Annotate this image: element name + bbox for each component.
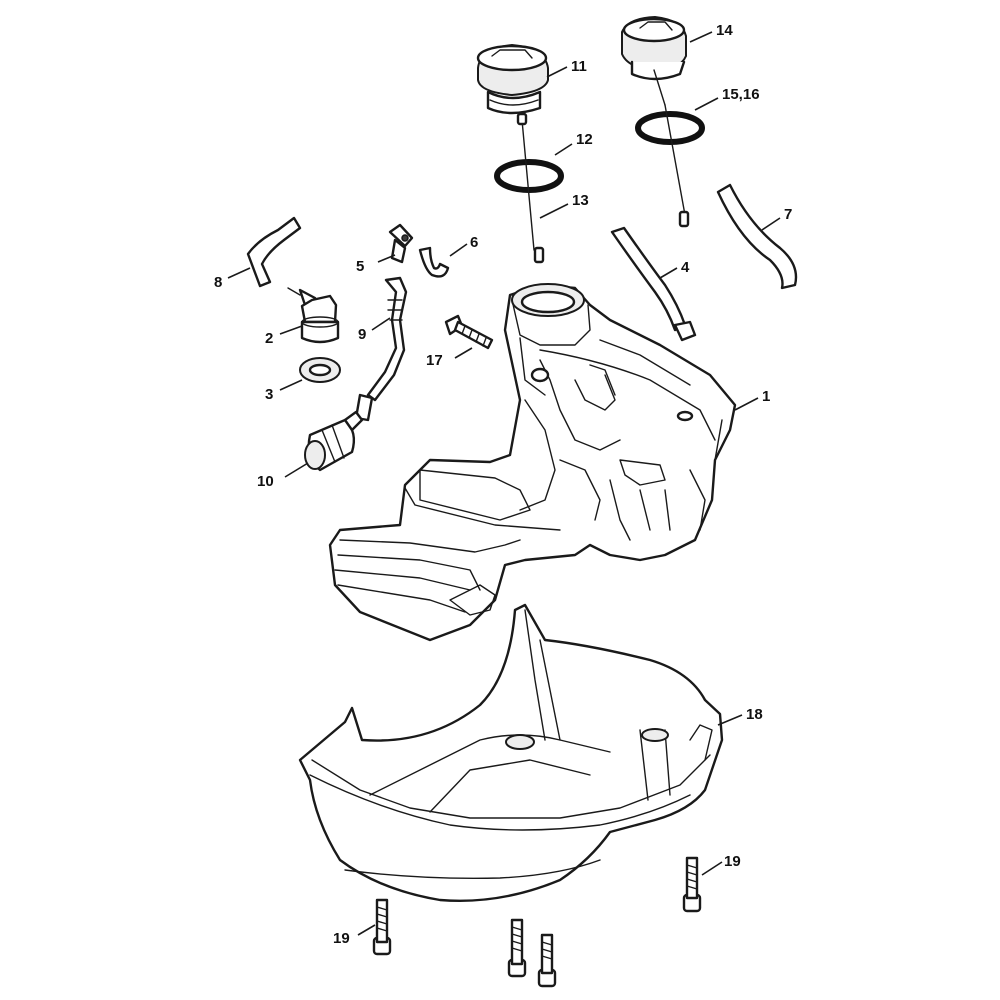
callout-11: 11 xyxy=(571,58,587,75)
part-15-16-o-ring-and-line xyxy=(635,104,705,228)
part-7-hose xyxy=(716,183,798,290)
part-13-pickup-line xyxy=(516,112,545,264)
callout-13: 13 xyxy=(572,192,589,209)
part-17-screw xyxy=(444,314,494,350)
callout-8: 8 xyxy=(214,274,222,291)
callout-14: 14 xyxy=(716,22,733,39)
part-12-o-ring xyxy=(494,159,564,193)
part-19-screw-center-a xyxy=(507,918,527,978)
callout-3: 3 xyxy=(265,386,273,403)
part-19-screw-center-b xyxy=(537,933,557,988)
part-5-elbow-fitting xyxy=(388,223,414,264)
part-1-fuel-tank xyxy=(328,283,737,642)
part-14-oil-cap xyxy=(621,16,687,106)
callout-4: 4 xyxy=(681,259,690,276)
part-4-hose xyxy=(610,226,697,342)
callout-10: 10 xyxy=(257,473,274,490)
callout-1: 1 xyxy=(762,388,770,405)
callout-2: 2 xyxy=(265,330,273,347)
callout-19-left: 19 xyxy=(333,930,350,947)
callout-19-right: 19 xyxy=(724,853,741,870)
part-3-grommet xyxy=(299,357,341,383)
callout-18: 18 xyxy=(746,706,763,723)
callout-labels: 1 2 3 4 5 6 7 8 9 10 11 12 13 14 15,16 1… xyxy=(214,22,792,947)
part-19-screw-right xyxy=(682,856,702,913)
callout-6: 6 xyxy=(470,234,478,251)
leader-lines xyxy=(227,31,781,936)
callout-15-16: 15,16 xyxy=(722,86,760,103)
callout-9: 9 xyxy=(358,326,366,343)
part-19-screw-left xyxy=(372,898,392,956)
part-18-lower-shroud xyxy=(298,603,724,903)
part-9-fuel-line xyxy=(354,276,408,422)
part-6-small-hose xyxy=(418,246,450,278)
callout-5: 5 xyxy=(356,258,364,275)
callout-12: 12 xyxy=(576,131,593,148)
part-8-hose xyxy=(246,216,302,288)
callout-17: 17 xyxy=(426,352,443,369)
callout-7: 7 xyxy=(784,206,792,223)
part-2-valve xyxy=(287,287,340,344)
part-10-fuel-filter xyxy=(304,410,364,472)
part-11-fuel-cap xyxy=(476,44,549,115)
